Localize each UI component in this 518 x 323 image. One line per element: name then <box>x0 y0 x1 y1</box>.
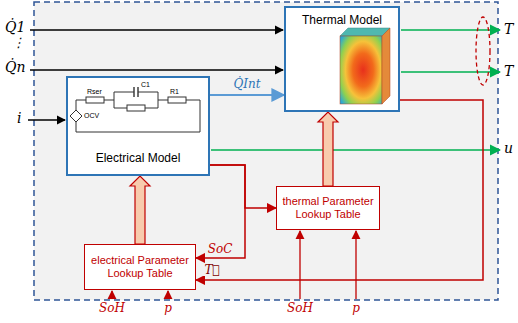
edge-label: T⃗ <box>202 264 221 276</box>
node-title: Thermal Model <box>302 14 382 28</box>
cell-heatmap-illustration <box>340 28 390 104</box>
electrical-model-ground <box>66 76 210 176</box>
resistor-symbol <box>168 97 186 103</box>
thermal-model-box: Thermal Model <box>284 6 400 112</box>
thermal-model-ground <box>284 6 400 112</box>
voltage-output-arrow <box>211 149 500 151</box>
signal-label: SoH <box>99 302 125 314</box>
signal-label: T <box>504 22 513 36</box>
parameter-block-arrow <box>130 176 150 244</box>
current-input-arrow <box>28 119 65 120</box>
cell-front-face <box>340 36 382 104</box>
signal-label: u <box>504 141 513 155</box>
signal-connector <box>196 165 245 258</box>
signal-label: T <box>504 64 513 78</box>
node-title: Electrical Model <box>96 152 181 166</box>
lookup-table-box: thermal Parameter Lookup Table <box>276 186 380 230</box>
lookup-table-box: electrical Parameter Lookup Table <box>84 244 196 290</box>
signal-label: Q̇n <box>5 60 26 74</box>
circuit-element-label: R1 <box>170 88 179 95</box>
capacitor-symbol <box>134 87 138 97</box>
edge-label: SoC <box>206 243 235 255</box>
system-boundary <box>34 2 498 300</box>
signal-label: SoH <box>287 302 313 314</box>
signal-label: p <box>352 302 360 314</box>
soh-input-arrow <box>111 291 112 299</box>
heat-input-arrow <box>30 69 283 70</box>
resistor-symbol <box>86 97 104 103</box>
equivalent-circuit <box>70 87 200 132</box>
pressure-input-arrow <box>167 291 168 299</box>
signal-label: Q̇1 <box>5 20 25 34</box>
output-selection-ellipse <box>476 17 490 85</box>
signal-connector <box>196 100 483 280</box>
signal-label: ⋮ <box>12 36 25 49</box>
circuit-element-label: C1 <box>141 81 150 88</box>
signal-connector <box>210 165 276 208</box>
signal-label: p <box>164 302 172 314</box>
node-title: electrical Parameter Lookup Table <box>88 254 192 279</box>
signal-connector <box>210 94 284 96</box>
cell-top-face <box>340 28 390 36</box>
signal-label: i <box>17 111 21 125</box>
edge-label: Q̇Int <box>231 78 262 90</box>
cell-side-face <box>382 28 390 104</box>
voltage-source-symbol <box>70 110 82 122</box>
parameter-block-arrow <box>318 112 338 186</box>
pressure-input-arrow <box>355 231 356 299</box>
node-title: thermal Parameter Lookup Table <box>280 195 376 220</box>
circuit-wire <box>76 92 200 132</box>
soh-input-arrow <box>299 231 300 299</box>
temperature-output-arrow <box>401 71 500 73</box>
circuit-element-label: OCV <box>84 112 99 119</box>
heat-input-arrow <box>30 29 283 30</box>
temperature-output-arrow <box>401 29 500 31</box>
circuit-element-label: Rser <box>87 88 102 95</box>
resistor-symbol <box>127 105 145 111</box>
